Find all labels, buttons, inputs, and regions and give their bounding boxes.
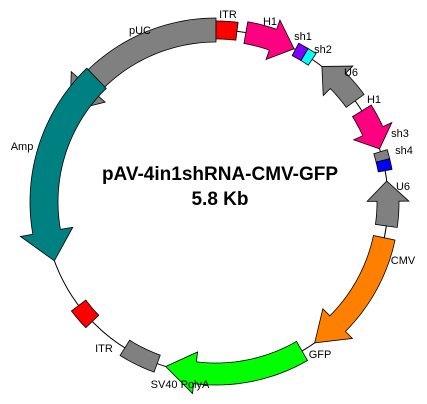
feature-sv40	[119, 339, 161, 373]
feature-sh4	[375, 158, 393, 173]
feature-itr1	[215, 20, 239, 41]
feature-label-puc: pUC	[129, 25, 151, 37]
feature-sh2	[300, 48, 317, 66]
feature-label-itr1: ITR	[219, 9, 237, 21]
feature-label-sh4: sh4	[395, 145, 413, 157]
plasmid-size: 5.8 Kb	[191, 189, 248, 210]
feature-u6b	[366, 180, 410, 228]
feature-label-cmv: CMV	[391, 255, 416, 267]
feature-label-sv40: SV40 PolyA	[151, 379, 210, 391]
feature-label-sh1: sh1	[294, 31, 312, 43]
feature-label-h1a: H1	[263, 16, 277, 28]
feature-label-sh3: sh3	[391, 128, 409, 140]
feature-amp	[19, 67, 107, 262]
feature-itr2	[70, 299, 100, 329]
feature-label-itr2: ITR	[95, 343, 113, 355]
feature-label-u6b: U6	[396, 181, 410, 193]
feature-layer	[19, 17, 410, 395]
feature-label-gfp: GFP	[309, 349, 332, 361]
plasmid-name: pAV-4in1shRNA-CMV-GFP	[102, 164, 338, 185]
feature-label-h1b: H1	[367, 94, 381, 106]
feature-h1a	[243, 18, 295, 61]
feature-h1b	[351, 104, 393, 150]
feature-u6a	[321, 65, 365, 108]
feature-cmv	[314, 234, 396, 344]
feature-gfp	[165, 340, 309, 395]
feature-label-sh2: sh2	[314, 44, 332, 56]
feature-label-amp: Amp	[11, 141, 34, 153]
feature-label-u6a: U6	[344, 67, 358, 79]
